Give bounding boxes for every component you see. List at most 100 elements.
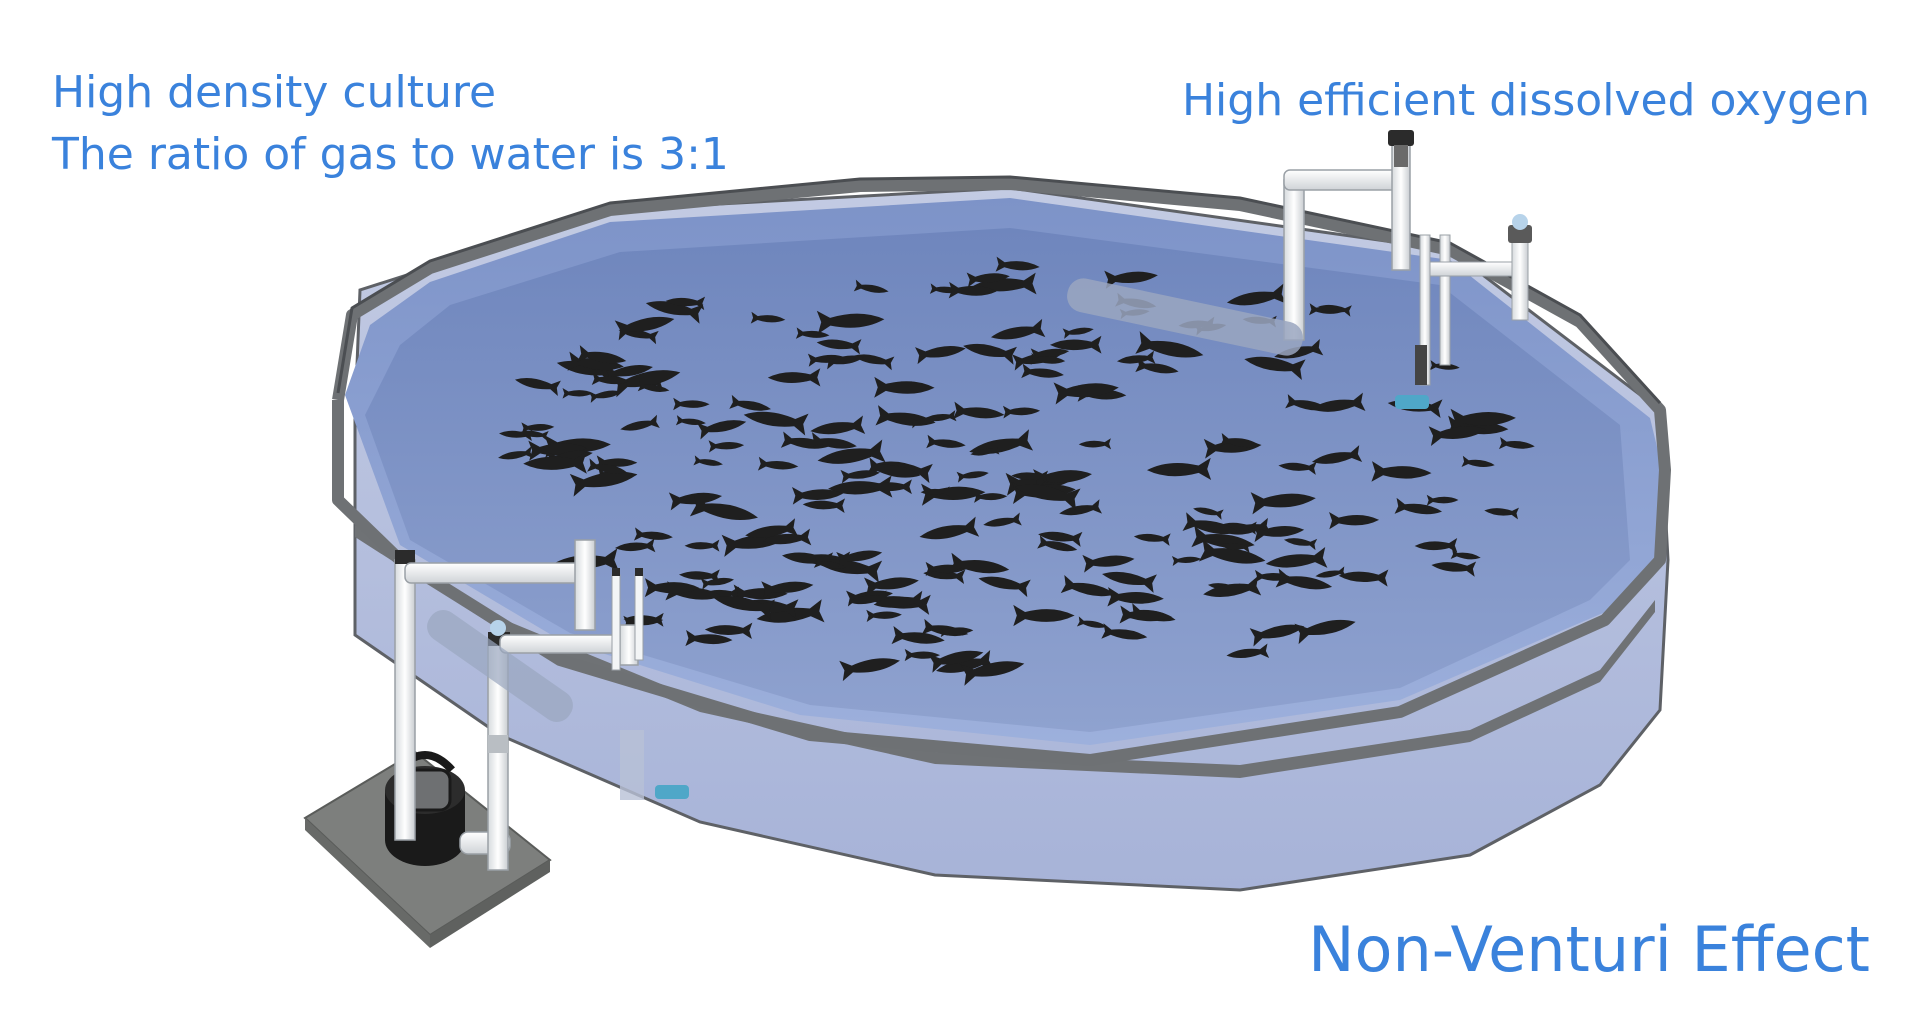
fish-icon	[1013, 604, 1075, 627]
fish-icon	[817, 439, 886, 464]
fish-icon	[1002, 405, 1041, 419]
fish-icon	[577, 345, 627, 364]
fish-icon	[569, 471, 638, 497]
fish-icon	[1011, 470, 1049, 484]
fish-icon	[1219, 433, 1260, 448]
fish-icon	[1076, 616, 1107, 628]
fish-icon	[853, 279, 889, 293]
fish-icon	[990, 318, 1046, 340]
fish-icon	[1033, 469, 1092, 490]
fish-icon	[562, 388, 594, 399]
pump-assembly-left	[303, 539, 689, 948]
fish-icon	[1431, 561, 1477, 577]
fish-icon	[782, 552, 834, 570]
fish-icon	[1171, 555, 1202, 567]
fish-icon	[767, 368, 821, 387]
fish-icon	[1135, 331, 1204, 358]
fish-icon	[604, 365, 653, 384]
fish-icon	[729, 394, 771, 411]
caption-oxygen: High efficient dissolved oxygen	[1181, 75, 1870, 126]
fish-icon	[836, 550, 883, 568]
fish-icon	[1244, 356, 1306, 380]
fish-icon	[923, 569, 966, 585]
fish-icon	[521, 422, 555, 434]
fish-icon	[588, 390, 623, 403]
fish-icon	[1226, 643, 1270, 659]
caption-density: High density culture The ratio of gas to…	[52, 62, 729, 186]
fish-icon	[733, 584, 788, 604]
fish-icon	[995, 256, 1040, 272]
fish-icon	[665, 296, 706, 311]
fish-icon	[921, 483, 986, 506]
fish-icon	[1082, 554, 1135, 573]
fish-icon	[928, 650, 984, 673]
fish-icon	[1119, 605, 1172, 624]
fish-icon	[983, 512, 1022, 527]
fish-icon	[684, 539, 720, 552]
fish-icon	[949, 552, 1010, 574]
fish-icon	[873, 590, 925, 608]
fish-icon	[1394, 497, 1443, 515]
fish-icon	[567, 351, 624, 371]
fish-icon	[587, 458, 627, 474]
fish-icon	[498, 446, 534, 460]
fish-icon	[869, 479, 912, 495]
fish-icon	[611, 370, 681, 398]
fish-icon	[1060, 574, 1116, 597]
fish-icon	[1038, 531, 1083, 547]
fish-icon	[816, 339, 862, 355]
fish-icon	[743, 411, 809, 436]
fish-icon	[757, 456, 799, 471]
fish-icon	[1078, 438, 1112, 450]
fish-icon	[1461, 455, 1495, 468]
fish-icon	[1294, 619, 1356, 645]
fish-icon	[956, 471, 989, 483]
fish-icon	[1059, 499, 1102, 516]
fish-icon	[853, 354, 895, 371]
fish-icon	[1203, 575, 1262, 598]
fish-icon	[1450, 408, 1516, 432]
fish-icon	[1191, 525, 1255, 549]
fish-icon	[1218, 521, 1257, 535]
fish-icon	[514, 378, 561, 397]
fish-icon	[685, 629, 733, 647]
fish-icon	[1426, 494, 1459, 506]
fish-icon	[700, 577, 734, 590]
fish-icon	[645, 301, 704, 324]
fish-icon	[499, 429, 533, 442]
fish-icon	[596, 455, 638, 470]
fish-icon	[745, 518, 798, 538]
fish-icon	[810, 415, 866, 435]
fish-icon	[1498, 436, 1535, 450]
fish-icon	[1318, 304, 1352, 317]
fish-icon	[807, 353, 847, 367]
fish-icon	[1021, 363, 1064, 379]
fish-icon	[1450, 548, 1481, 560]
oxygen-injector-right	[1067, 130, 1532, 409]
fish-icon	[708, 440, 745, 453]
fish-icon	[952, 401, 1005, 420]
fish-icon	[1030, 352, 1066, 365]
fish-icon	[697, 420, 747, 440]
fish-icon	[874, 376, 935, 398]
fish-icon	[637, 380, 670, 392]
fish-icon	[1062, 327, 1094, 339]
fish-icon	[1250, 492, 1316, 515]
fish-icon	[792, 487, 844, 505]
caption-density-line1: High density culture	[52, 67, 497, 118]
fish-icon	[1447, 415, 1509, 437]
fish-icon	[813, 557, 847, 569]
fish-icon	[816, 310, 885, 334]
fish-icon	[966, 272, 1010, 288]
fish-icon	[1283, 538, 1318, 551]
fish-icon	[891, 626, 945, 645]
fish-icon	[848, 590, 889, 605]
fish-icon	[960, 661, 1025, 686]
fish-icon	[1329, 512, 1380, 530]
fish-icon	[919, 516, 980, 540]
fish-icon	[1265, 546, 1328, 568]
fish-icon	[618, 328, 659, 345]
fish-icon	[675, 415, 706, 426]
fish-icon	[665, 581, 722, 601]
fish-icon	[519, 430, 549, 441]
